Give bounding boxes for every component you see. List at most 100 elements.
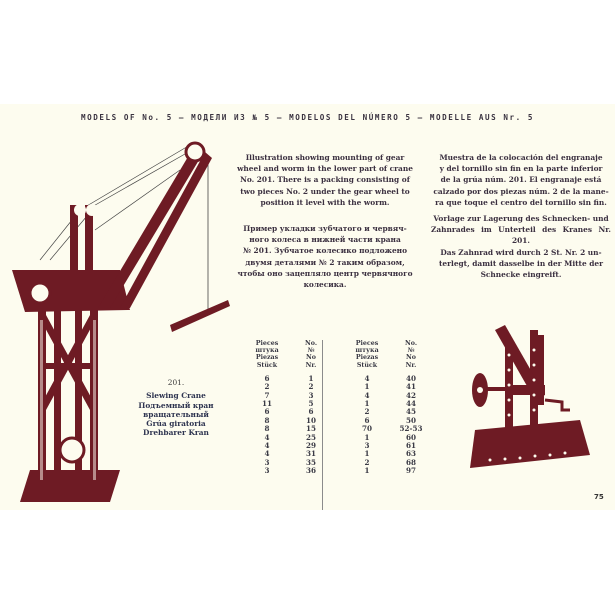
piece-count: 1 [364,432,370,442]
piece-count: 4 [264,432,270,442]
piece-count: 2 [364,457,370,467]
header-en: No. [304,340,318,347]
piece-count: 2 [264,382,270,392]
part-number: 40 [405,373,416,383]
parts-row: 1 41 [338,382,426,392]
text-line: Das Zahnrad wird durch 2 St. Nr. 2 un- [440,247,602,257]
piece-count: 6 [264,373,270,383]
caption-russian-1: Подъемный кран [138,400,214,410]
header-ru: № [407,347,415,355]
piece-count: 1 [364,466,370,476]
header-de: Nr. [305,361,317,369]
part-number: 63 [405,449,416,459]
header-de: Stück [256,361,278,369]
piece-count: 4 [264,441,270,451]
text-line: wheel and worm in the lower part of cran… [237,164,413,174]
text-line: Zahnrades im Unterteil des Kranes Nr. 20… [431,225,611,246]
text-line: y del tornillo sin fin en la parte infer… [439,164,603,174]
header-es: No [406,354,416,362]
parts-table-header: Pieces штука Piezas Stück No. № No Nr. [238,340,326,369]
part-number: 3 [308,390,314,400]
piece-count: 3 [264,457,270,467]
part-number: 60 [405,432,416,442]
piece-count: 6 [264,407,270,417]
parts-row: 4 40 [338,373,426,383]
text-line: de la grúa núm. 201. El engranaje está [440,175,602,185]
count-header: Pieces штука Piezas Stück [338,340,396,369]
parts-table-header: Pieces штука Piezas Stück No. № No Nr. [338,340,426,369]
parts-row: 1 97 [338,466,426,476]
description-german: Vorlage zur Lagerung des Schnecken- und … [431,213,611,280]
part-number: 31 [305,449,316,459]
header-es: Piezas [355,354,379,362]
part-number: 45 [405,407,416,417]
part-number: 97 [405,466,416,476]
number-header: No. № No Nr. [296,340,326,369]
piece-count: 1 [364,449,370,459]
piece-count: 4 [364,373,370,383]
part-number: 52-53 [399,424,423,434]
part-number: 50 [405,415,416,425]
text-line: Illustration showing mounting of gear [245,153,405,162]
header-de: Stück [356,361,378,369]
part-number: 25 [305,432,316,442]
part-number: 44 [405,399,416,409]
piece-count: 7 [264,390,270,400]
parts-table-right: Pieces штука Piezas Stück No. № No Nr. 4… [338,340,426,476]
number-header: No. № No Nr. [396,340,426,369]
text-line: ного колеса в нижней части крана [249,235,401,245]
text-line: Пример укладки зубчатого и червяч- [243,224,407,233]
parts-row: 1 63 [338,449,426,459]
piece-count: 3 [364,441,370,451]
header-de: Nr. [405,361,417,369]
page-number: 75 [594,493,604,501]
header-es: No [306,354,316,362]
model-caption: 201. Slewing Crane Подъемный кран вращат… [128,378,224,438]
part-number: 5 [308,399,314,409]
parts-row: 1 60 [338,432,426,442]
caption-spanish: Grúa giratoria [146,419,206,429]
text-line: колесика. [303,280,347,290]
text-line: calzado por dos piezas núm. 2 de la mane… [433,186,609,196]
part-number: 36 [305,466,316,476]
parts-table-left: Pieces штука Piezas Stück No. № No Nr. 6… [238,340,326,476]
text-line: No. 201. There is a packing consisting o… [240,175,410,185]
table-divider [322,340,323,510]
caption-russian-2: вращательный [143,409,209,419]
count-header: Pieces штука Piezas Stück [238,340,296,369]
header-ru: штука [255,347,279,355]
text-line: two pieces No. 2 under the gear wheel to [240,186,410,196]
parts-row: 3 36 [238,466,326,476]
piece-count: 4 [264,449,270,459]
part-number: 2 [308,382,314,392]
piece-count: 1 [364,382,370,392]
part-number: 15 [305,424,316,434]
parts-row: 4 25 [238,432,326,442]
piece-count: 1 [364,399,370,409]
parts-row: 4 31 [238,449,326,459]
part-number: 41 [405,382,416,392]
piece-count: 8 [264,415,270,425]
text-line: № 201. Зубчатое колесико подложено [242,246,408,256]
description-russian: Пример укладки зубчатого и червяч- ного … [230,223,420,290]
text-line: чтобы оно зацепляло центр червячного [237,268,413,278]
header-en: Pieces [355,340,379,347]
part-number: 29 [305,441,316,451]
header-ru: штука [355,347,379,355]
header-es: Piezas [255,354,279,362]
text-line: Vorlage zur Lagerung des Schnecken- und [433,214,609,223]
piece-count: 3 [264,466,270,476]
